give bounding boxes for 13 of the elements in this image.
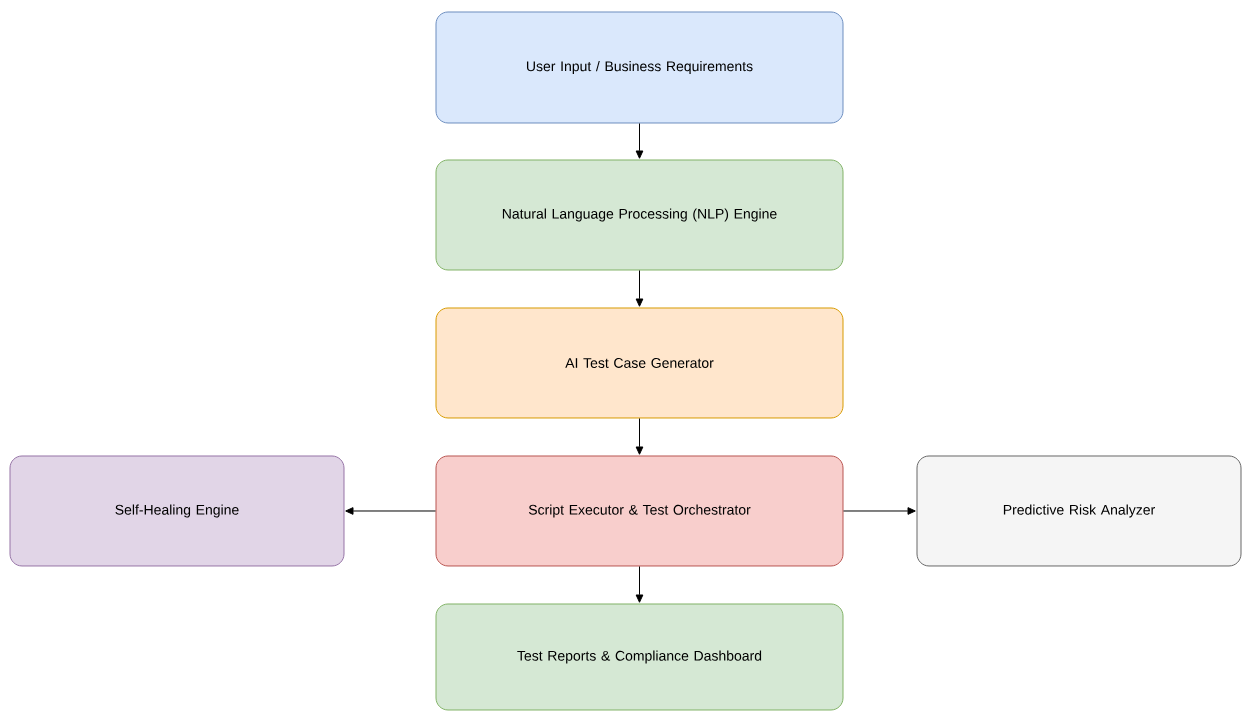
process-box: Self-Healing Engine: [9, 455, 345, 567]
process-box: Predictive Risk Analyzer: [916, 455, 1242, 567]
arrow: [635, 418, 644, 455]
arrow: [843, 507, 916, 515]
arrow: [635, 123, 644, 159]
arrow: [345, 507, 436, 515]
arrow: [635, 566, 644, 603]
process-box: AI Test Case Generator: [435, 307, 844, 419]
process-box: Natural Language Processing (NLP) Engine: [435, 159, 844, 271]
process-box: User Input / Business Requirements: [435, 11, 844, 124]
process-box: Test Reports & Compliance Dashboard: [435, 603, 844, 711]
arrow: [635, 270, 644, 307]
process-box: Script Executor & Test Orchestrator: [435, 455, 844, 567]
